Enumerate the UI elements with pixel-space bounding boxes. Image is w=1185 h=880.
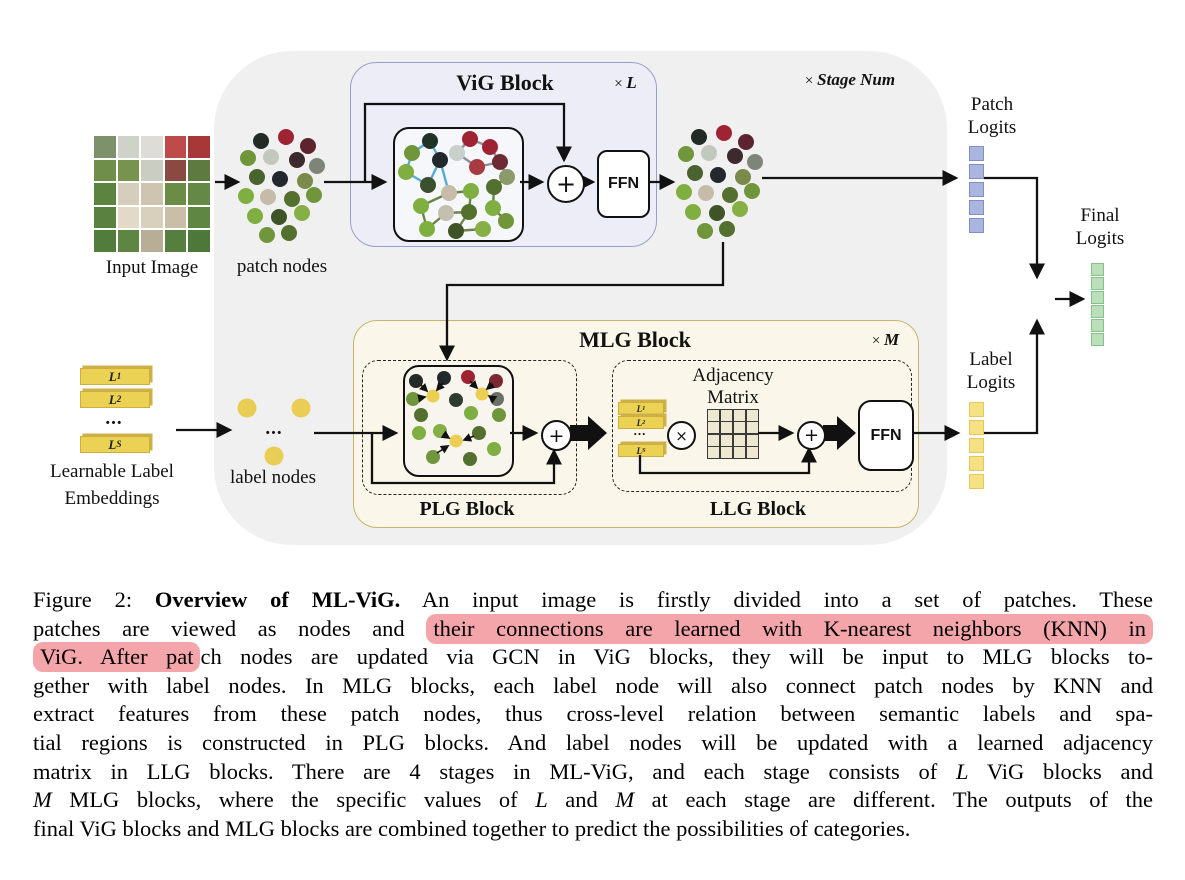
final-logits-label-line2: Logits [1075, 228, 1125, 249]
multiply-operator-llg: × [667, 421, 696, 450]
mlg-block-title: MLG Block [579, 327, 691, 352]
label-nodes-label: label nodes [229, 467, 316, 488]
caption-figure-number: Figure 2: [33, 587, 155, 612]
plg-graph-box [403, 365, 514, 477]
add-operator-plg: + [541, 420, 572, 451]
patch-logits-label-line1: Patch [970, 94, 1014, 115]
vig-multiplier: × L [598, 73, 653, 93]
ffn-box-llg: FFN [858, 400, 914, 471]
adjacency-matrix [707, 409, 759, 459]
adjacency-matrix-label-line2: Matrix [707, 387, 759, 408]
caption-line: Figure 2: Overview of ML-ViG. An input i… [33, 587, 1153, 612]
times-sign: × [614, 76, 623, 92]
label-logits-label-line1: Label [969, 349, 1013, 370]
patch-nodes-label: patch nodes [236, 256, 328, 277]
vig-mult-l: L [626, 73, 637, 92]
caption-line: matrix in LLG blocks. There are 4 stages… [33, 758, 1153, 784]
adjacency-matrix-label-line1: Adjacency [692, 365, 774, 386]
highlighted-text: ViG. After pat [33, 642, 201, 673]
caption-line: gether with label nodes. In MLG blocks, … [33, 672, 1153, 698]
add-operator-llg: + [797, 421, 826, 450]
vig-graph-box [393, 127, 524, 242]
label-logits-squares [969, 402, 984, 489]
add-operator-vig: + [547, 165, 585, 203]
caption-line: M MLG blocks, where the specific values … [33, 787, 1153, 813]
highlighted-text: their connections are learned with K-nea… [426, 613, 1153, 644]
learnable-label-line2: Embeddings [64, 488, 160, 509]
embedding-ellipsis: ... [105, 408, 123, 429]
input-image-label: Input Image [105, 257, 199, 278]
patch-logits-squares [969, 146, 984, 233]
caption-line: extract features from these patch nodes,… [33, 701, 1153, 727]
caption-line: tial regions is constructed in PLG block… [33, 729, 1153, 755]
times-sign: × [804, 73, 814, 89]
final-logits-label-line1: Final [1080, 205, 1120, 226]
input-image [94, 136, 210, 252]
llg-bars-ellipsis: ... [633, 423, 647, 438]
label-logits-label-line2: Logits [966, 372, 1016, 393]
caption-bold-title: Overview of ML-ViG. [154, 587, 401, 612]
figure-diagram: Input Image patch nodes ViG Block × L × … [50, 51, 1125, 545]
ffn-box-vig: FFN [597, 150, 650, 218]
vig-block-title: ViG Block [456, 70, 554, 95]
stage-mult-label: Stage Num [817, 70, 896, 89]
caption-line: final ViG blocks and MLG blocks are comb… [33, 815, 911, 841]
caption-line: patches are viewed as nodes and their co… [33, 613, 1153, 644]
mlg-multiplier: × M [858, 330, 913, 350]
mlg-mult-m: M [884, 330, 900, 349]
final-logits-squares [1091, 263, 1104, 346]
label-nodes-ellipsis: ... [265, 418, 283, 439]
learnable-label-line1: Learnable Label [50, 461, 174, 482]
patch-logits-label-line2: Logits [967, 117, 1017, 138]
llg-block-label: LLG Block [709, 498, 807, 520]
times-sign: × [871, 333, 881, 349]
stage-multiplier: × Stage Num [775, 70, 925, 90]
figure-caption: Figure 2: Overview of ML-ViG. An input i… [33, 586, 1153, 843]
plg-block-label: PLG Block [419, 498, 515, 520]
